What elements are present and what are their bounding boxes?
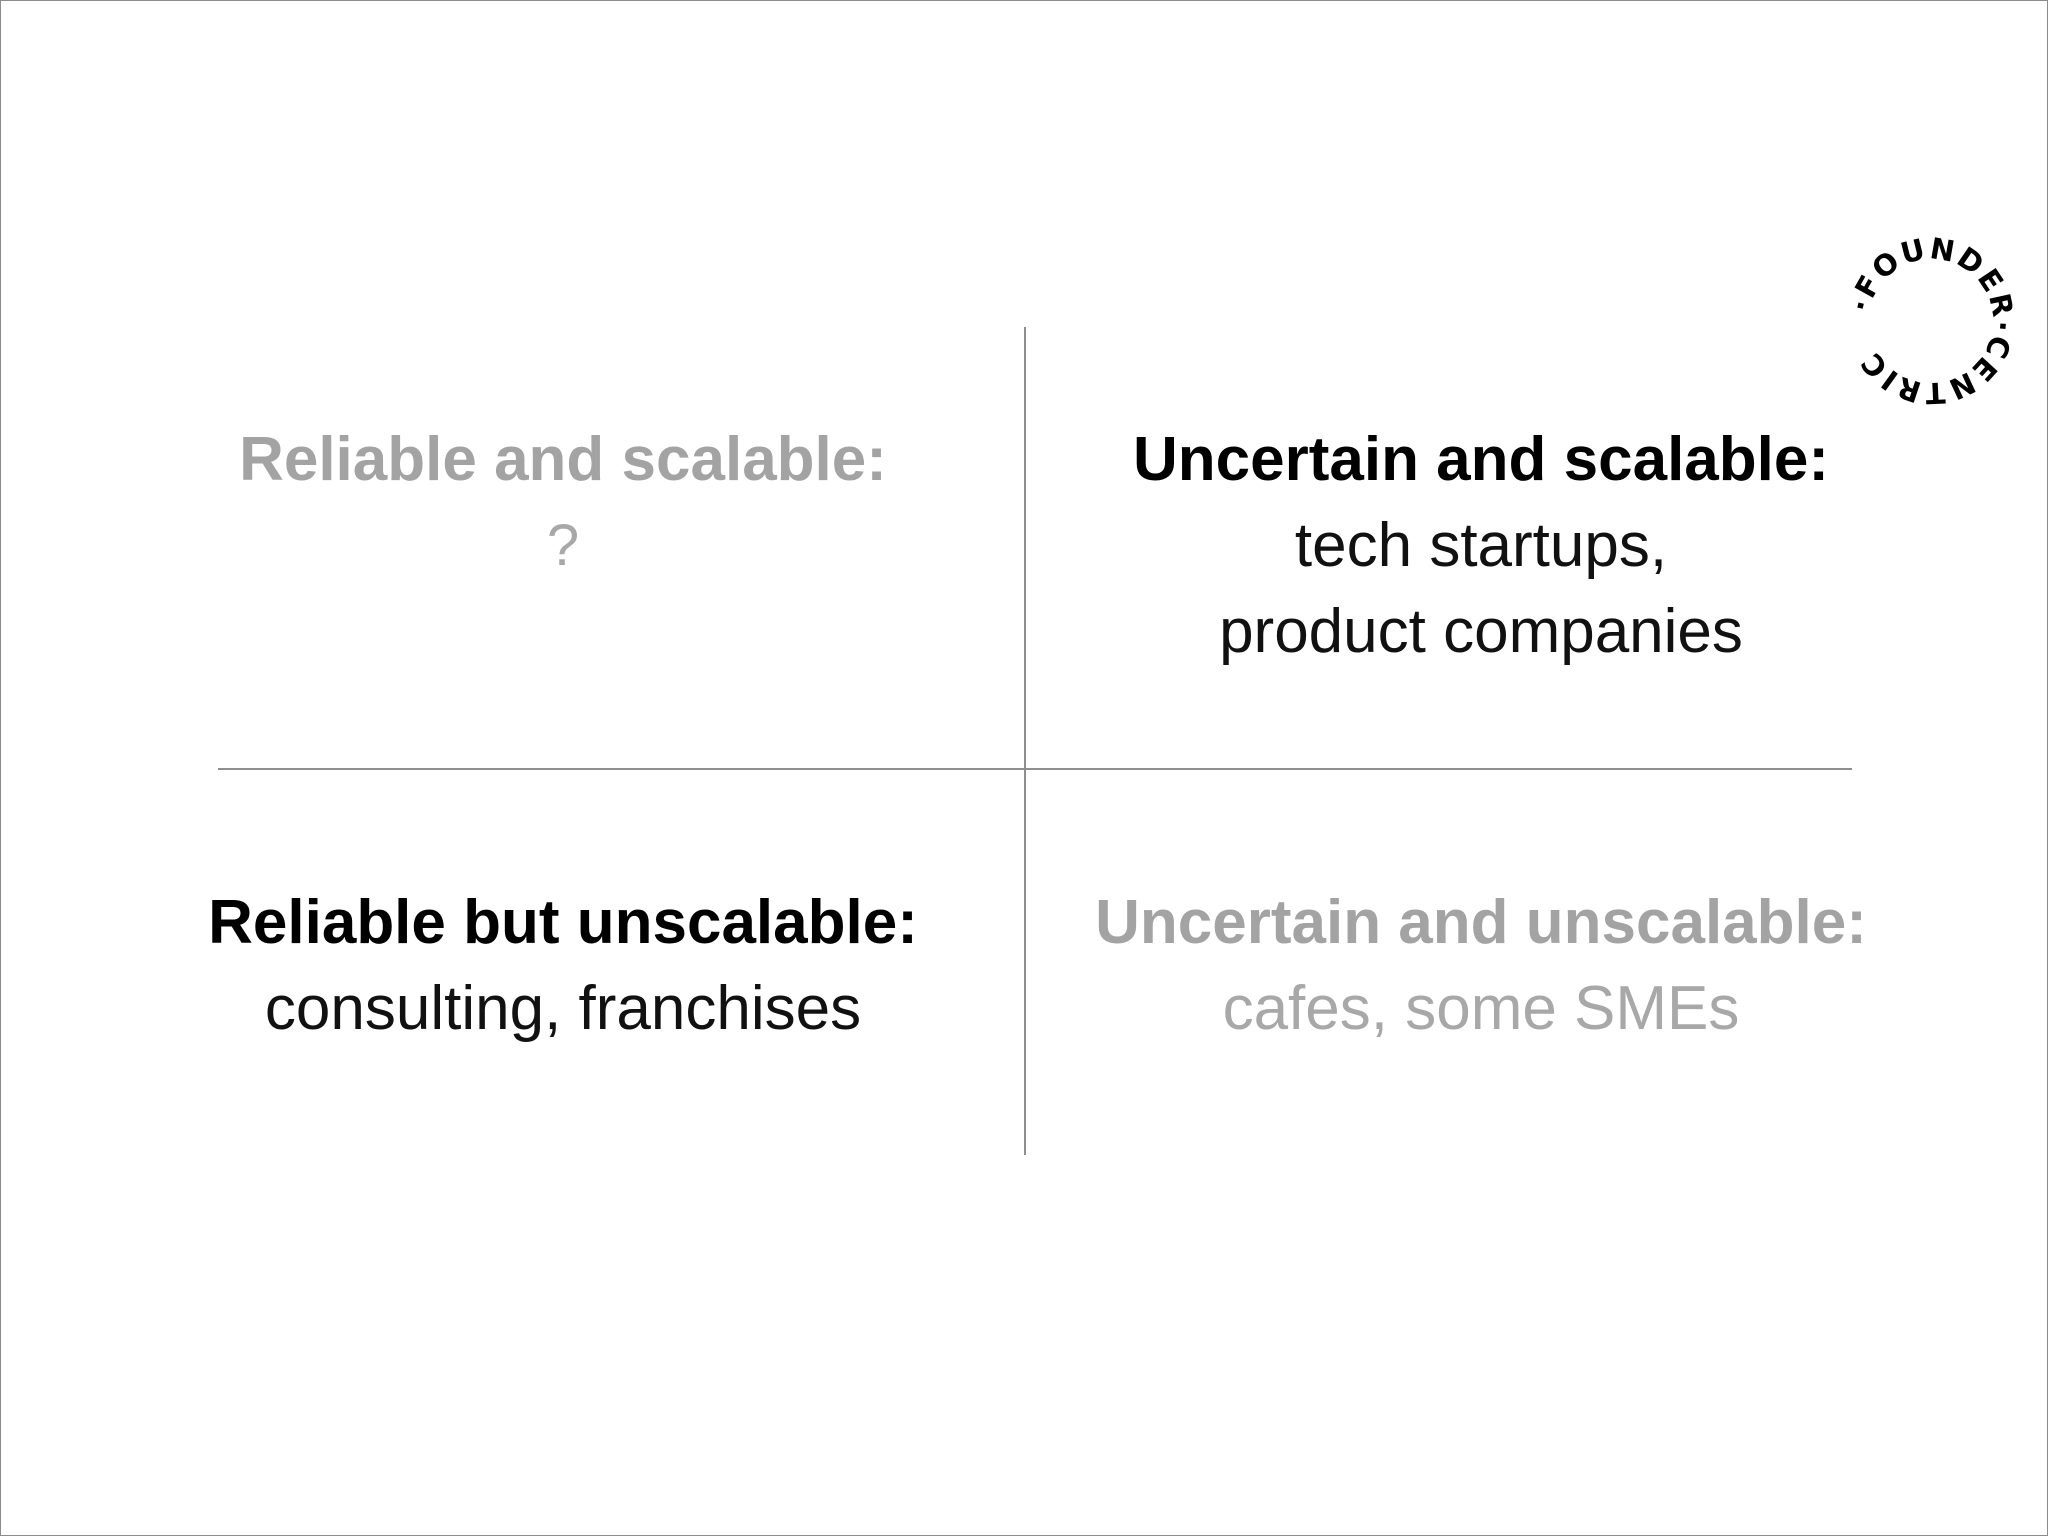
- quadrant-example: tech startups,: [1294, 511, 1668, 580]
- quadrant-top-right: Uncertain and scalable: tech startups, p…: [1071, 417, 1891, 675]
- quadrant-title: Reliable but unscalable:: [208, 888, 918, 957]
- quadrant-bottom-right: Uncertain and unscalable: cafes, some SM…: [1071, 880, 1891, 1052]
- quadrant-title: Uncertain and unscalable:: [1095, 888, 1867, 957]
- quadrant-title: Uncertain and scalable:: [1132, 425, 1830, 494]
- svg-text:·FOUNDER·CENTRIC: ·FOUNDER·CENTRIC: [1843, 231, 2021, 410]
- quadrant-example: ?: [546, 513, 580, 578]
- horizontal-axis: [218, 768, 1852, 770]
- quadrant-example: product companies: [1219, 597, 1743, 666]
- quadrant-example: cafes, some SMEs: [1222, 974, 1740, 1043]
- founder-centric-logo: ·FOUNDER·CENTRIC: [1843, 231, 2021, 410]
- vertical-axis: [1024, 327, 1026, 1155]
- quadrant-top-left: Reliable and scalable: ?: [153, 417, 973, 589]
- quadrant-example: consulting, franchises: [264, 974, 862, 1043]
- quadrant-title: Reliable and scalable:: [239, 425, 887, 494]
- logo-text: ·FOUNDER·CENTRIC: [1843, 231, 2019, 410]
- quadrant-bottom-left: Reliable but unscalable: consulting, fra…: [153, 880, 973, 1052]
